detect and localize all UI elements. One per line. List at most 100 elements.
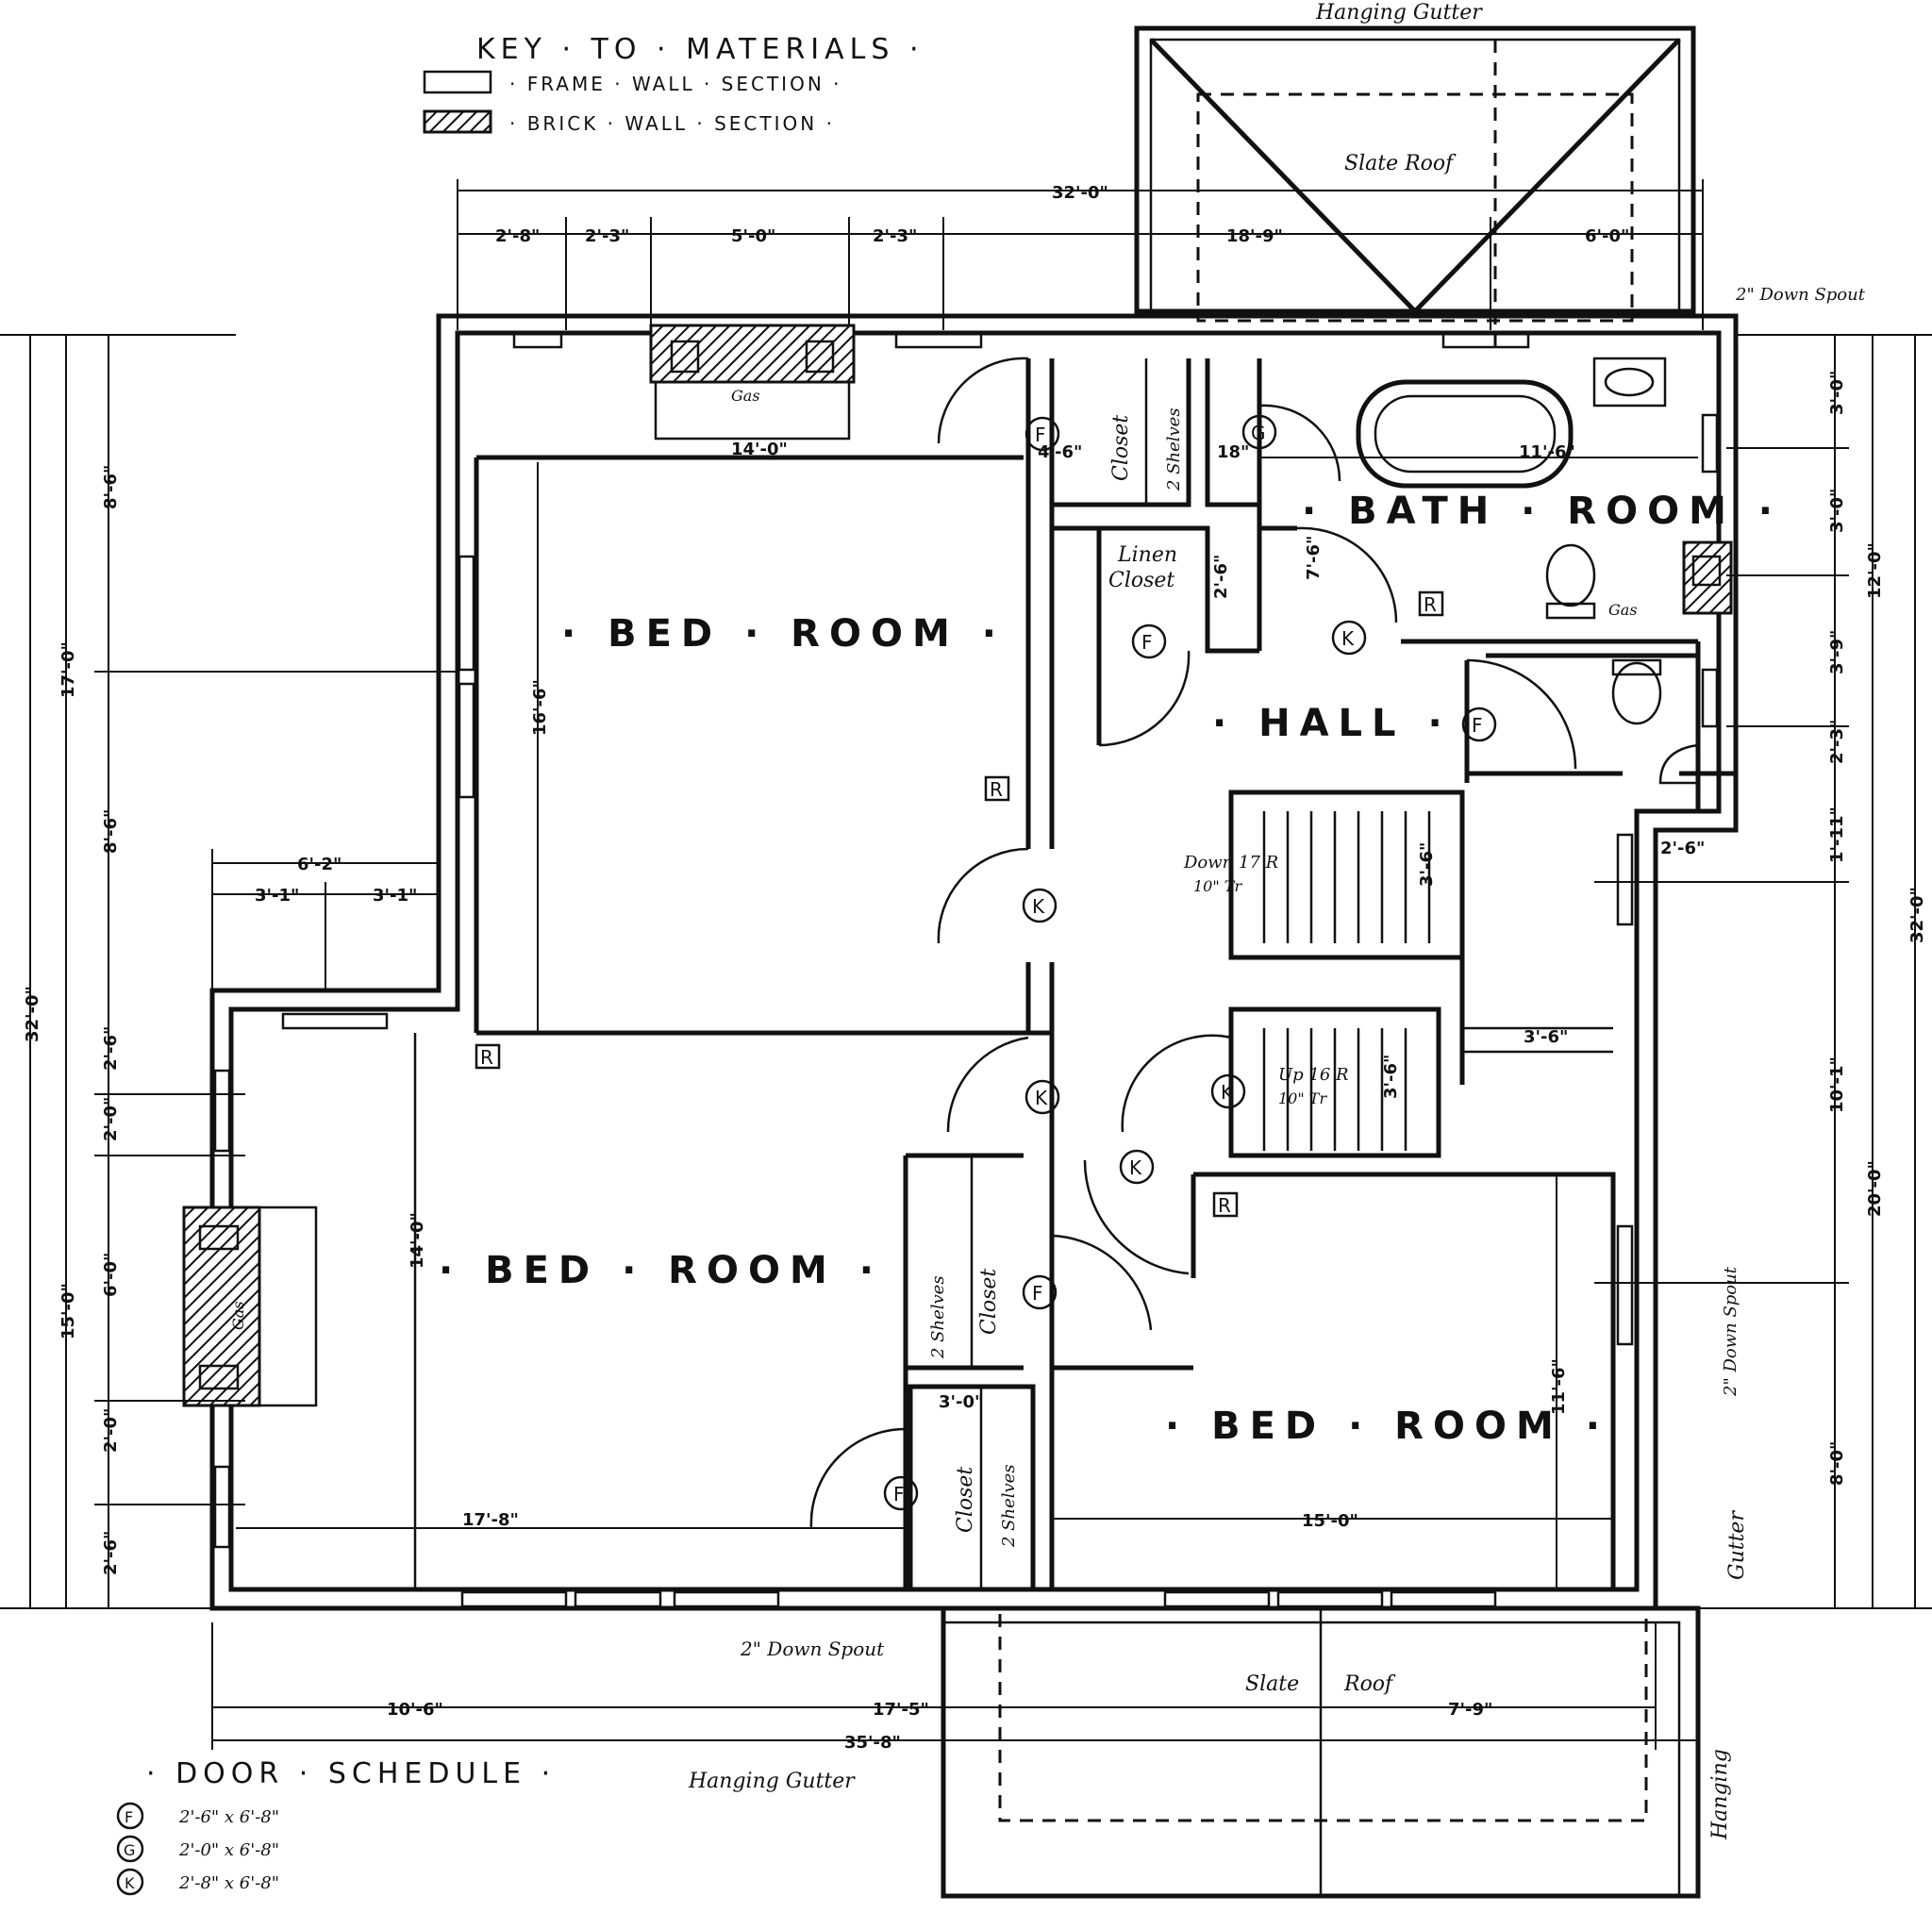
door-tag-f: F xyxy=(1035,424,1046,446)
dim-left-c: 2'-6" xyxy=(101,1026,121,1071)
dim-stair-box: 2'-6" xyxy=(1660,839,1705,858)
dim-top-overall: 32'-0" xyxy=(1052,183,1108,203)
windows xyxy=(213,331,1719,1608)
brick-wall-swatch xyxy=(423,109,492,134)
dim-right-upper: 12'-0" xyxy=(1865,542,1885,599)
door-schedule: · DOOR · SCHEDULE · F 2'-6" x 6'-8" G 2'… xyxy=(116,1757,556,1896)
hanging-right-label-1: Hanging xyxy=(1708,1749,1732,1840)
dim-right-f: 10'-1" xyxy=(1827,1056,1847,1113)
dim-right-a: 3'-0" xyxy=(1827,371,1847,415)
dim-bottom-c: 7'-9" xyxy=(1448,1700,1492,1720)
down-spout-bottom-label: 2" Down Spout xyxy=(740,1638,885,1660)
dim-closet-se: 3'-0" xyxy=(939,1392,983,1412)
dim-left-lower: 15'-0" xyxy=(58,1283,78,1339)
shelves-label-nw: 2 Shelves xyxy=(1164,407,1184,491)
down-spout-top-label: 2" Down Spout xyxy=(1735,285,1866,305)
door-schedule-title: · DOOR · SCHEDULE · xyxy=(146,1757,556,1790)
register-tag: R xyxy=(1218,1194,1231,1217)
wash-basin xyxy=(1592,357,1667,407)
dim-closet-small: 18" xyxy=(1217,442,1249,462)
door-tag-k: K xyxy=(1032,895,1045,918)
fireplace-bath: Gas xyxy=(1608,540,1733,619)
schedule-size: 2'-8" x 6'-8" xyxy=(178,1873,279,1893)
schedule-size: 2'-6" x 6'-8" xyxy=(178,1807,279,1827)
stair-treads: Down 17 R 10" Tr Up 16 R 10" Tr xyxy=(1183,811,1431,1151)
dim-top-seg3: 5'-0" xyxy=(731,226,775,246)
dim-bed-se-w: 15'-0" xyxy=(1302,1511,1358,1531)
dim-bay-right: 3'-1" xyxy=(373,886,417,906)
dim-top-seg1: 2'-8" xyxy=(495,226,540,246)
dim-top-seg5: 18'-9" xyxy=(1226,226,1283,246)
dim-left-b: 8'-6" xyxy=(101,809,121,854)
interior-dimensions: 14'-0" 16'-6" 17'-8" 14'-0" 15'-0" 11'-6… xyxy=(236,440,1705,1589)
right-dimensions: 32'-0" 12'-0" 20'-0" 3'-0" 3'-0" 3'-9" 2… xyxy=(1594,334,1932,1609)
door-tag-f: F xyxy=(1141,631,1153,654)
dim-bottom-a: 10'-6" xyxy=(387,1700,443,1720)
toilet xyxy=(1545,543,1596,607)
dim-landing: 3'-6" xyxy=(1524,1027,1568,1047)
dim-bottom-overall: 35'-8" xyxy=(844,1733,901,1753)
bottom-dimensions: 10'-6" 17'-5" 7'-9" 35'-8" xyxy=(211,1622,1698,1753)
slate-label-bottom: Slate xyxy=(1245,1672,1299,1696)
hanging-gutter-bottom-label: Hanging Gutter xyxy=(688,1770,856,1793)
dim-left-d: 2'-0" xyxy=(101,1097,121,1141)
dim-bay-width: 6'-2" xyxy=(297,855,341,874)
closet-label-south: Closet xyxy=(954,1467,977,1533)
door-tag-f: F xyxy=(1032,1282,1043,1305)
dim-left-f: 2'-0" xyxy=(101,1408,121,1453)
toilet-2 xyxy=(1611,661,1662,725)
door-swings xyxy=(809,357,1577,1529)
top-dimensions: 32'-0" 2'-8" 2'-3" 5'-0" 2'-3" 18'-9" 6'… xyxy=(457,179,1704,330)
dim-bath-h: 7'-6" xyxy=(1304,536,1324,580)
schedule-tag: G xyxy=(124,1841,135,1859)
bathtub xyxy=(1356,379,1574,489)
dim-top-seg2: 2'-3" xyxy=(585,226,629,246)
door-tags: F G F K F K K K K F F R R R R xyxy=(475,414,1497,1511)
door-tag-f: F xyxy=(893,1483,905,1505)
door-tag-g: G xyxy=(1251,422,1266,444)
dim-right-e: 1'-11" xyxy=(1827,807,1847,863)
bath-fixtures xyxy=(1356,357,1700,785)
dim-left-overall: 32'-0" xyxy=(23,986,42,1042)
room-bed-se: · BED · ROOM · xyxy=(1165,1405,1609,1448)
door-schedule-row: F 2'-6" x 6'-8" xyxy=(116,1802,279,1830)
register-tag: R xyxy=(1424,593,1437,616)
gas-label-north: Gas xyxy=(731,387,760,405)
door-tag-k: K xyxy=(1035,1087,1048,1109)
hanging-gutter-top-label: Hanging Gutter xyxy=(1315,1,1483,25)
door-schedule-row: G 2'-0" x 6'-8" xyxy=(116,1835,279,1863)
door-tag-k: K xyxy=(1341,627,1355,650)
gas-label-bath: Gas xyxy=(1608,601,1638,619)
dim-bed-nw-w: 14'-0" xyxy=(731,440,788,459)
dim-right-g: 8'-0" xyxy=(1827,1441,1847,1486)
closet-labels: Closet 2 Shelves Linen Closet 2 Shelves … xyxy=(928,407,1184,1548)
schedule-size: 2'-0" x 6'-8" xyxy=(178,1840,279,1860)
dim-bath-w: 11'-6" xyxy=(1519,442,1575,462)
frame-wall-swatch xyxy=(423,70,492,94)
linen-label-2: Closet xyxy=(1108,569,1174,592)
hanging-right-label-2: Gutter xyxy=(1725,1510,1749,1580)
room-bath: · BATH · ROOM · xyxy=(1302,490,1782,533)
dim-right-d: 2'-3" xyxy=(1827,720,1847,764)
shelves-label-center: 2 Shelves xyxy=(928,1275,948,1359)
key-frame-label: · FRAME · WALL · SECTION · xyxy=(509,73,842,95)
closet-label-nw: Closet xyxy=(1109,415,1133,481)
dim-closet-nw: 4'-6" xyxy=(1038,442,1082,462)
linen-label-1: Linen xyxy=(1117,543,1177,567)
schedule-tag: F xyxy=(125,1808,133,1826)
key-title: KEY · TO · MATERIALS · xyxy=(476,33,924,66)
closet-label-center: Closet xyxy=(977,1269,1001,1335)
stair-tread-label: 10" Tr xyxy=(1193,877,1242,895)
dim-right-b: 3'-0" xyxy=(1827,489,1847,533)
key-brick-label: · BRICK · WALL · SECTION · xyxy=(509,112,835,135)
dim-linen-depth: 2'-6" xyxy=(1211,555,1231,599)
dim-left-e: 6'-0" xyxy=(101,1253,121,1297)
left-dimensions: 32'-0" 17'-0" 15'-0" 8'-6" 8'-6" 2'-6" 2… xyxy=(0,334,458,1609)
dim-top-seg6: 6'-0" xyxy=(1585,226,1629,246)
dim-left-a: 8'-6" xyxy=(101,465,121,509)
dim-stair-width: 3'-6" xyxy=(1417,842,1437,887)
door-schedule-row: K 2'-8" x 6'-8" xyxy=(116,1868,279,1896)
dim-stair-width-2: 3'-6" xyxy=(1381,1055,1401,1099)
slate-roof-top-label: Slate Roof xyxy=(1344,152,1457,175)
